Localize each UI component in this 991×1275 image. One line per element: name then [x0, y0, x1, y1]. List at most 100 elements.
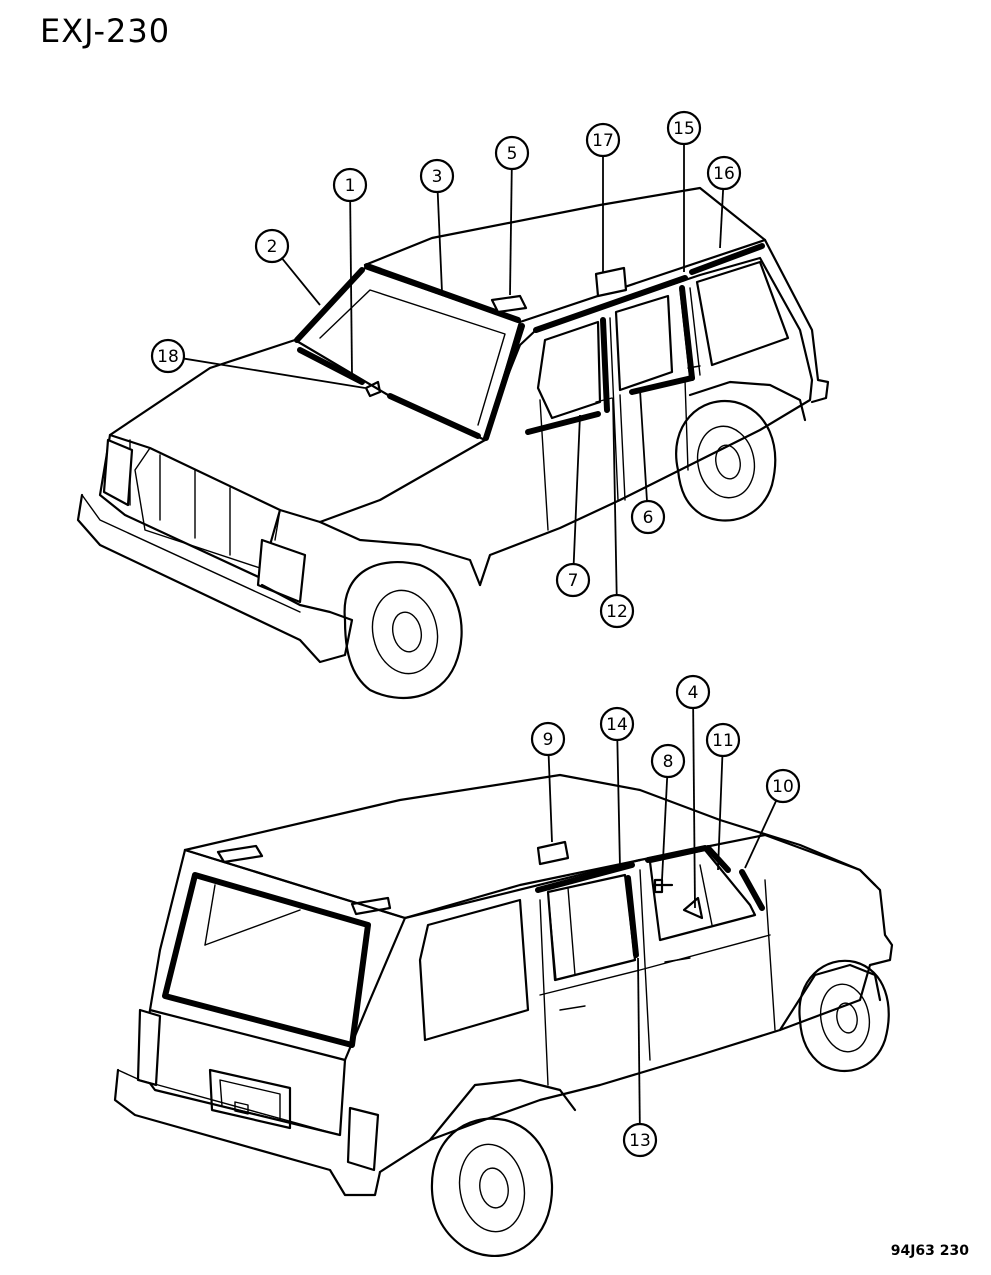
diagram-title: EXJ-230 [40, 12, 171, 50]
callout-circle [419, 158, 455, 194]
rear-view-rear-door-window [546, 873, 637, 982]
callout-leader [349, 200, 353, 376]
callout-circle [555, 562, 591, 598]
callout-leader [637, 957, 641, 1125]
front-view-grille [98, 433, 282, 582]
rear-view-mirror-patch [682, 896, 704, 920]
callout-leader [639, 389, 648, 502]
molding-windshield-side-right [483, 323, 525, 441]
rear-view-liftgate-glass-molding [162, 872, 371, 1048]
front-view-front-door-window [536, 320, 602, 420]
callout-leader [616, 739, 621, 869]
callout-8: 8 [650, 743, 686, 881]
rear-view-tailgate-lock [234, 1101, 249, 1115]
callout-number: 16 [713, 164, 735, 184]
callout-circle [599, 706, 635, 742]
molding-b-pillar [600, 317, 610, 413]
callout-5: 5 [494, 135, 530, 296]
callout-leader [744, 800, 778, 869]
callout-number: 15 [673, 119, 695, 139]
callout-12: 12 [599, 397, 635, 629]
callout-circle [494, 135, 530, 171]
callout-18: 18 [150, 338, 366, 389]
front-view-roof-clip-2 [594, 266, 628, 298]
callout-10: 10 [744, 768, 801, 869]
rear-view-rear-bumper [113, 1068, 382, 1197]
callout-number: 12 [606, 602, 628, 622]
rear-view-rear-wheel [430, 1117, 554, 1257]
callout-number: 2 [267, 237, 278, 257]
callout-13: 13 [622, 957, 658, 1158]
callout-leader [572, 414, 581, 565]
figure-code: 94J63 230 [890, 1243, 969, 1259]
rear-view-license-plate [208, 1068, 292, 1130]
rear-view-quarter-window [418, 898, 530, 1042]
callout-number: 4 [688, 683, 699, 703]
callout-leader [612, 397, 618, 596]
callout-leader [281, 257, 321, 306]
callout-circle [530, 721, 566, 757]
rear-view-a-pillar-molding [739, 869, 765, 911]
callout-number: 7 [568, 571, 579, 591]
callout-circle [630, 499, 666, 535]
front-view-hood [108, 338, 487, 524]
rear-view-roof-drip-molding [535, 862, 635, 893]
callout-leader [719, 188, 725, 249]
callout-number: 6 [643, 508, 654, 528]
rear-view-roof-clip [536, 840, 570, 866]
front-view-roof [363, 186, 830, 404]
callout-4: 4 [675, 674, 711, 909]
front-view-bumper [76, 493, 354, 664]
front-view-roof-clip [490, 294, 528, 314]
callout-leader [509, 168, 513, 296]
callout-circle [599, 593, 635, 629]
molding-roof-drip-rear [689, 243, 765, 275]
callout-circle [585, 122, 621, 158]
rear-view-roof-rack-left [216, 844, 264, 864]
molding-front-door-belt [525, 411, 601, 435]
front-view-rear-wheel [675, 399, 777, 522]
callout-leader [661, 776, 669, 881]
molding-roof-drip-front [533, 275, 688, 333]
callout-number: 1 [345, 176, 356, 196]
callout-circle [675, 674, 711, 710]
callout-circle [666, 110, 702, 146]
callout-leader [717, 755, 724, 871]
callout-circle [150, 338, 186, 374]
front-view-quarter-window [695, 260, 790, 367]
rear-view-front-door-window [648, 848, 757, 942]
molding-c-pillar [679, 285, 695, 381]
callout-number: 18 [157, 347, 179, 367]
callout-leader [183, 357, 366, 389]
rear-view-roof-drip-molding-front [645, 845, 708, 863]
front-view-wiper-pivot [364, 380, 382, 398]
callout-3: 3 [419, 158, 455, 293]
callout-17: 17 [585, 122, 621, 272]
callout-number: 5 [507, 144, 518, 164]
molding-windshield-lower-left [297, 347, 365, 385]
callout-circle [650, 743, 686, 779]
front-view-left-headlight [102, 438, 134, 507]
front-view-vehicle [76, 186, 830, 700]
callout-circle [705, 722, 741, 758]
rear-view-front-wheel [798, 959, 890, 1073]
callout-circle [706, 155, 742, 191]
front-view-front-wheel [343, 561, 463, 700]
callout-9: 9 [530, 721, 566, 843]
front-view-rear-door-window [614, 294, 674, 392]
callout-circle [332, 167, 368, 203]
molding-windshield-lower-right [387, 393, 481, 439]
callout-1: 1 [332, 167, 368, 376]
callout-number: 17 [592, 131, 614, 151]
callout-leader [547, 754, 553, 843]
callout-2: 2 [254, 228, 321, 306]
rear-view-body-side [378, 833, 894, 1174]
callout-16: 16 [706, 155, 742, 249]
callout-7: 7 [555, 414, 591, 598]
callout-leader [436, 191, 443, 293]
callout-number: 13 [629, 1131, 651, 1151]
molding-windshield-top [364, 263, 521, 323]
